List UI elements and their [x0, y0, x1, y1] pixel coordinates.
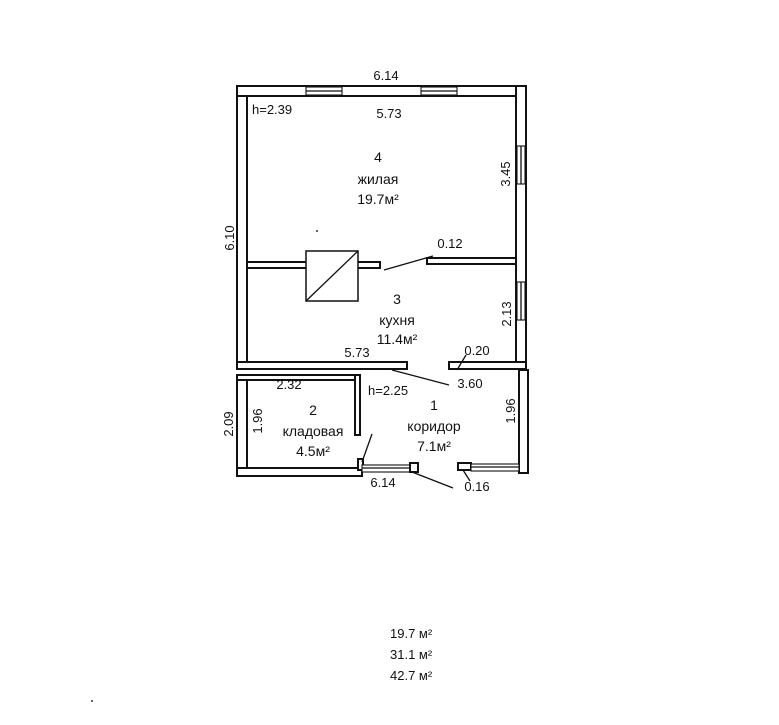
door-post-left: [409, 462, 419, 473]
wall-lower-left: [236, 374, 248, 477]
dim-storage-outer-height: 2.09: [221, 411, 236, 436]
room-1-name: коридор: [407, 418, 461, 434]
dim-left-total: 6.10: [222, 225, 237, 250]
room-4-area: 19.7м²: [357, 191, 399, 207]
dim-kitchen-bottom: 5.73: [344, 345, 369, 360]
dim-storage-width: 2.32: [276, 377, 301, 392]
dim-corridor-right-height: 1.96: [503, 398, 518, 423]
height-corridor: h=2.25: [368, 383, 408, 398]
wall-lower-right: [518, 369, 529, 474]
room-3-number: 3: [393, 291, 401, 307]
summary-total-area: 42.7 м²: [390, 668, 433, 683]
dim-top-outer: 6.14: [373, 68, 398, 83]
dim-storage-inner-height: 1.96: [250, 408, 265, 433]
stove-diagonal: [305, 250, 359, 302]
dim-partition-thickness: 0.12: [437, 236, 462, 251]
leader-0.12: [383, 255, 434, 271]
leader-3.60: [391, 369, 450, 386]
wall-right: [515, 85, 527, 370]
room-3-name: кухня: [379, 312, 415, 328]
dim-wall-stub: 0.20: [464, 343, 489, 358]
partition-living-kitchen-right: [426, 257, 517, 265]
wall-top: [236, 85, 527, 97]
room-1-area: 7.1м²: [417, 438, 451, 454]
room-3-area: 11.4м²: [377, 331, 418, 347]
partition-storage-corridor: [354, 374, 361, 436]
leader-door: [361, 433, 373, 463]
dim-bottom-outer: 6.14: [370, 475, 395, 490]
dim-corridor-diag: 3.60: [457, 376, 482, 391]
leader-door-bottom: [411, 471, 454, 489]
room-2-name: кладовая: [283, 423, 344, 439]
room-4-name: жилая: [358, 171, 399, 187]
dim-door-stub: 0.16: [464, 479, 489, 494]
summary-useful-area: 31.1 м²: [390, 647, 433, 662]
leader-0.20: [456, 354, 467, 371]
wall-kitchen-bottom-left: [236, 361, 408, 370]
dot-mark: [316, 230, 318, 232]
leader-0.16: [462, 469, 471, 482]
wall-kitchen-bottom-right: [448, 361, 527, 370]
room-4-number: 4: [374, 149, 382, 165]
area-summary: 19.7 м² 31.1 м² 42.7 м²: [390, 623, 480, 686]
summary-living-area: 19.7 м²: [390, 626, 433, 641]
dim-right-upper: 3.45: [498, 161, 513, 186]
dim-top-inner: 5.73: [376, 106, 401, 121]
room-1-number: 1: [430, 397, 438, 413]
room-2-number: 2: [309, 402, 317, 418]
dim-right-middle: 2.13: [499, 301, 514, 326]
wall-lower-bottom: [236, 467, 363, 477]
wall-left: [236, 85, 248, 370]
room-2-area: 4.5м²: [296, 443, 330, 459]
height-main: h=2.39: [252, 102, 292, 117]
door-post-right: [457, 462, 472, 471]
dot-mark: [91, 700, 93, 702]
